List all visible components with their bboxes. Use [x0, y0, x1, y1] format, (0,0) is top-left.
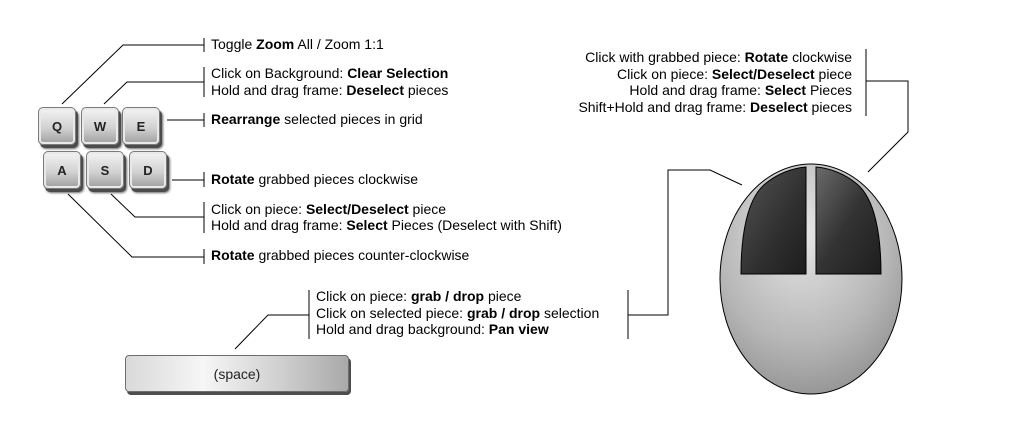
line-space [234, 314, 309, 350]
label-clear-selection: Click on Background: Clear Selection [211, 65, 449, 81]
key-q[interactable]: Q [38, 107, 76, 145]
label-select-pieces-shift: Hold and drag frame: Select Pieces (Dese… [211, 217, 562, 233]
mouse-icon [719, 163, 903, 395]
key-s[interactable]: S [86, 151, 124, 189]
key-a[interactable]: A [43, 151, 81, 189]
label-mouse-select-frame: Hold and drag frame: Select Pieces [629, 82, 852, 98]
line-a [67, 193, 204, 258]
mouse-left-button [740, 166, 807, 275]
mouse-right-button [815, 166, 882, 275]
line-left-button [628, 169, 743, 316]
label-rotate-cw: Rotate grabbed pieces clockwise [211, 171, 418, 187]
key-e[interactable]: E [122, 107, 160, 145]
label-pan-view: Hold and drag background: Pan view [316, 321, 549, 337]
label-rotate-ccw: Rotate grabbed pieces counter-clockwise [211, 247, 470, 263]
key-w[interactable]: W [81, 107, 119, 145]
label-mouse-select: Click on piece: Select/Deselect piece [616, 66, 852, 82]
label-grab-drop: Click on piece: grab / drop piece [316, 288, 522, 304]
key-d[interactable]: D [129, 151, 167, 189]
label-select-deselect: Click on piece: Select/Deselect piece [211, 201, 447, 217]
label-mouse-deselect-frame: Shift+Hold and drag frame: Deselect piec… [578, 99, 852, 115]
key-space[interactable]: (space) [125, 355, 349, 392]
label-mouse-rotate: Click with grabbed piece: Rotate clockwi… [585, 49, 852, 65]
line-w [103, 81, 204, 105]
line-q [61, 44, 204, 105]
label-toggle-zoom: Toggle Zoom All / Zoom 1:1 [211, 36, 384, 52]
label-rearrange: Rearrange selected pieces in grid [211, 111, 423, 127]
label-deselect-pieces: Hold and drag frame: Deselect pieces [211, 82, 449, 98]
label-grab-drop-selection: Click on selected piece: grab / drop sel… [316, 305, 600, 321]
line-s [110, 193, 204, 218]
line-right-button [866, 80, 909, 173]
